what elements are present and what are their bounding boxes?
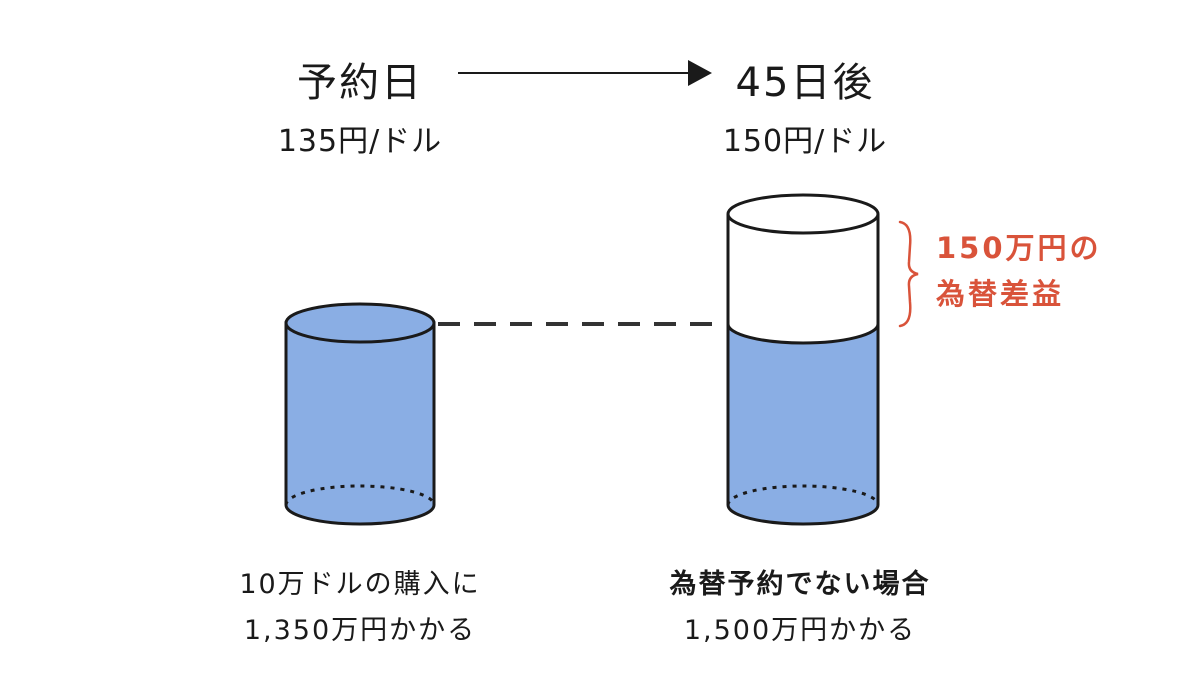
left-cylinder-top — [284, 302, 436, 344]
right-cylinder-hidden-base — [726, 484, 880, 506]
start-date-label: 予約日 — [297, 60, 423, 106]
left-caption-line2: 1,350万円かかる — [243, 615, 477, 646]
right-cylinder-liquid-surface — [726, 323, 880, 345]
right-cylinder-top — [726, 193, 880, 235]
gain-line2: 為替差益 — [936, 277, 1065, 311]
right-caption-line1: 為替予約でない場合 — [669, 569, 931, 600]
right-caption: 為替予約でない場合 1,500万円かかる — [620, 562, 980, 654]
gain-brace — [898, 220, 919, 328]
gain-annotation: 150万円の 為替差益 — [936, 225, 1136, 317]
start-rate: 135円/ドル — [277, 124, 443, 159]
gain-line1: 150万円の — [936, 231, 1102, 265]
timeline-arrow — [458, 60, 712, 86]
left-cylinder-body — [284, 321, 436, 526]
left-caption-line1: 10万ドルの購入に — [239, 569, 481, 600]
left-cylinder-hidden-base — [284, 484, 436, 506]
right-cylinder-outline — [726, 214, 880, 526]
right-cylinder-liquid — [728, 324, 878, 524]
end-rate: 150円/ドル — [722, 124, 888, 159]
right-caption-line2: 1,500万円かかる — [683, 615, 917, 646]
end-date-label: 45日後 — [735, 60, 875, 106]
left-cylinder — [284, 302, 436, 526]
right-cylinder — [726, 193, 880, 526]
left-caption: 10万ドルの購入に 1,350万円かかる — [190, 562, 530, 654]
